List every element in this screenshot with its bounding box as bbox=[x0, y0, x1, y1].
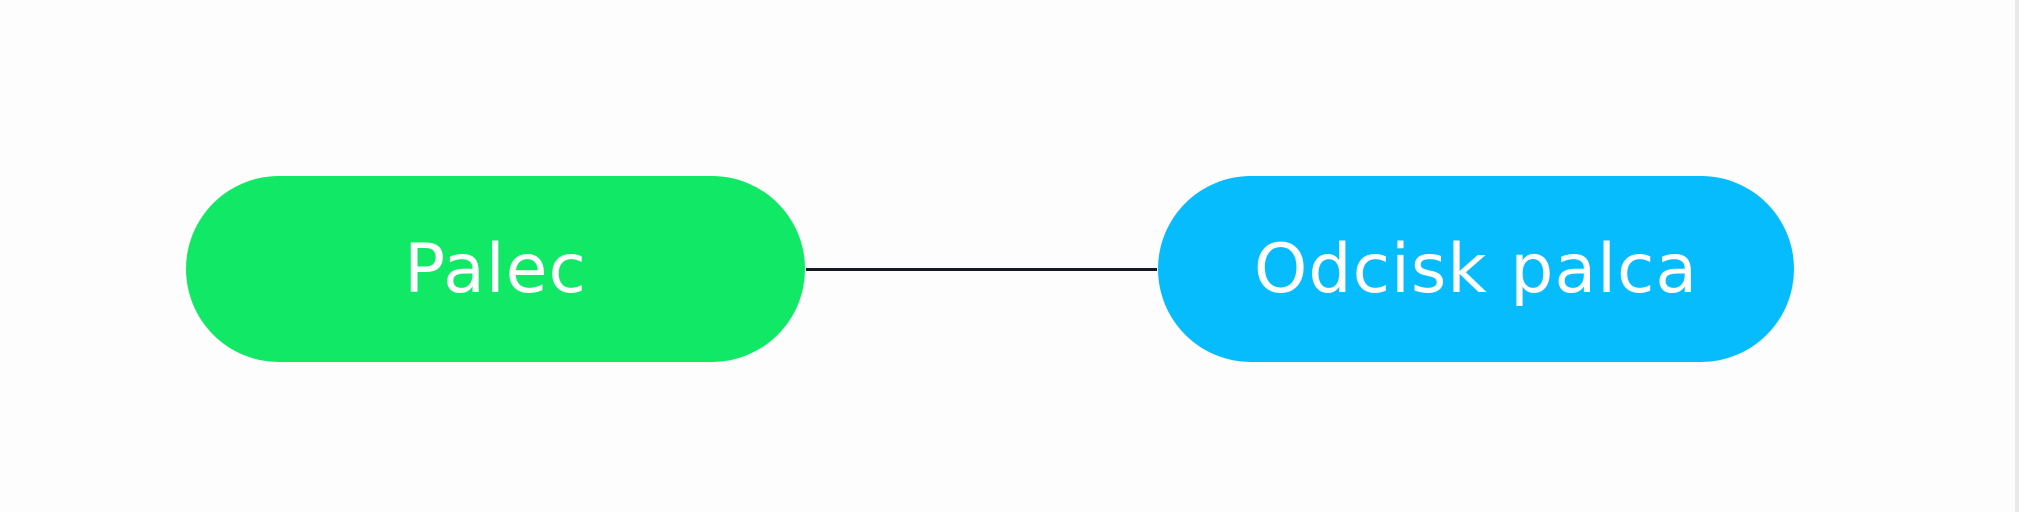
node-label-odcisk-palca: Odcisk palca bbox=[1253, 229, 1699, 309]
node-label-palec: Palec bbox=[404, 229, 587, 309]
edge-palec-odcisk-palca bbox=[806, 268, 1157, 271]
canvas-edge bbox=[2015, 0, 2019, 512]
node-palec: Palec bbox=[186, 176, 805, 362]
node-odcisk-palca: Odcisk palca bbox=[1158, 176, 1794, 362]
